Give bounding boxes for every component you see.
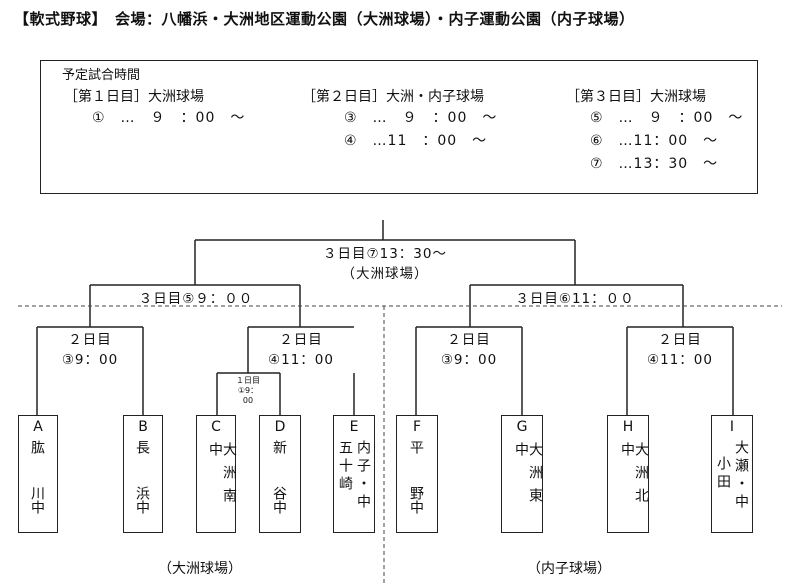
team-letter-d: D	[274, 419, 286, 435]
quarter-left-1-time: ③9：00	[61, 352, 119, 368]
quarter-right-1-label: ２日目 ③9：00	[441, 330, 497, 370]
day1-game-1: ① … ９ ：00 〜	[92, 110, 246, 126]
quarter-right-1-time: ③9：00	[440, 352, 498, 368]
quarter-left-2-day: ２日目	[279, 332, 323, 348]
team-name-g: 大洲東中	[513, 442, 543, 511]
team-letter-h: H	[622, 419, 634, 435]
day3-game-2: ⑥ …11：00 〜	[590, 133, 719, 149]
team-box-e: E 五十崎 内子・中	[333, 415, 375, 533]
team-name-i-col2: 大瀬・中	[733, 440, 749, 512]
final-venue-label: （大洲球場）	[341, 266, 429, 282]
team-letter-f: F	[412, 419, 422, 435]
day3-game-1: ⑤ … ９ ：00 〜	[590, 110, 744, 126]
final-label: ３日目⑦13：30〜 （大洲球場）	[323, 244, 447, 284]
team-box-f: F 平 野中	[396, 415, 438, 533]
team-letter-c: C	[211, 419, 221, 435]
quarter-right-2-label: ２日目 ④11：00	[647, 330, 713, 370]
team-name-h: 大洲北中	[619, 442, 649, 511]
team-name-d-bottom: 谷中	[271, 486, 287, 514]
day3-game-3: ⑦ …13：30 〜	[590, 156, 719, 172]
team-letter-a: A	[33, 419, 43, 435]
team-box-d: D 新 谷中	[259, 415, 301, 533]
team-name-a-bottom: 川中	[29, 486, 45, 514]
round1-time: ①9：	[237, 386, 259, 395]
venue-right: （内子球場）	[527, 561, 611, 577]
team-box-i: I 小田 大瀬・中	[711, 415, 753, 533]
quarter-right-1-day: ２日目	[447, 332, 491, 348]
round1-day: １日目	[236, 376, 260, 385]
round1-label: １日目 ①9： 00	[236, 376, 260, 406]
team-name-e-col2: 内子・中	[355, 440, 371, 512]
team-name-f-top: 平	[408, 440, 424, 454]
schedule-box	[40, 60, 758, 194]
semi-right-label: ３日目⑥11：００	[515, 291, 635, 307]
round1-time-cont: 00	[242, 396, 254, 405]
team-letter-b: B	[138, 419, 148, 435]
team-name-b-bottom: 浜中	[134, 486, 150, 514]
final-match-label: ３日目⑦13：30〜	[323, 246, 447, 262]
quarter-left-2-label: ２日目 ④11：00	[268, 330, 334, 370]
day2-game-2: ④ …11 ：00 〜	[344, 133, 488, 149]
team-name-f-bottom: 野中	[408, 486, 424, 514]
day1-label: ［第１日目］大洲球場	[64, 89, 204, 105]
team-name-a-top: 肱	[29, 440, 45, 454]
team-letter-g: G	[516, 419, 528, 435]
day3-label: ［第３日目］大洲球場	[566, 89, 706, 105]
team-box-g: G 大洲東中	[501, 415, 543, 533]
quarter-right-2-time: ④11：00	[647, 352, 713, 368]
team-name-b-top: 長	[134, 440, 150, 454]
team-name-e-col1: 五十崎	[337, 440, 353, 494]
team-letter-i: I	[729, 419, 735, 435]
quarter-left-1-label: ２日目 ③9：00	[62, 330, 118, 370]
team-box-h: H 大洲北中	[607, 415, 649, 533]
team-letter-e: E	[349, 419, 359, 435]
team-box-a: A 肱 川中	[18, 415, 58, 533]
team-name-c: 大洲南中	[207, 442, 237, 511]
team-name-i-col1: 小田	[715, 456, 731, 492]
day2-label: ［第２日目］大洲・内子球場	[302, 89, 484, 105]
team-box-c: C 大洲南中	[196, 415, 237, 533]
schedule-title: 予定試合時間	[62, 68, 141, 83]
team-name-d-top: 新	[271, 440, 287, 454]
venue-left: （大洲球場）	[158, 561, 242, 577]
quarter-right-2-day: ２日目	[658, 332, 702, 348]
day2-game-1: ③ … ９ ：00 〜	[344, 110, 498, 126]
semi-left-label: ３日目⑤９：００	[138, 291, 254, 307]
quarter-left-2-time: ④11：00	[268, 352, 334, 368]
quarter-left-1-day: ２日目	[68, 332, 112, 348]
team-box-b: B 長 浜中	[123, 415, 163, 533]
page-header: 【軟式野球】 会場：八幡浜・大洲地区運動公園（大洲球場）・内子運動公園（内子球場…	[14, 10, 635, 28]
